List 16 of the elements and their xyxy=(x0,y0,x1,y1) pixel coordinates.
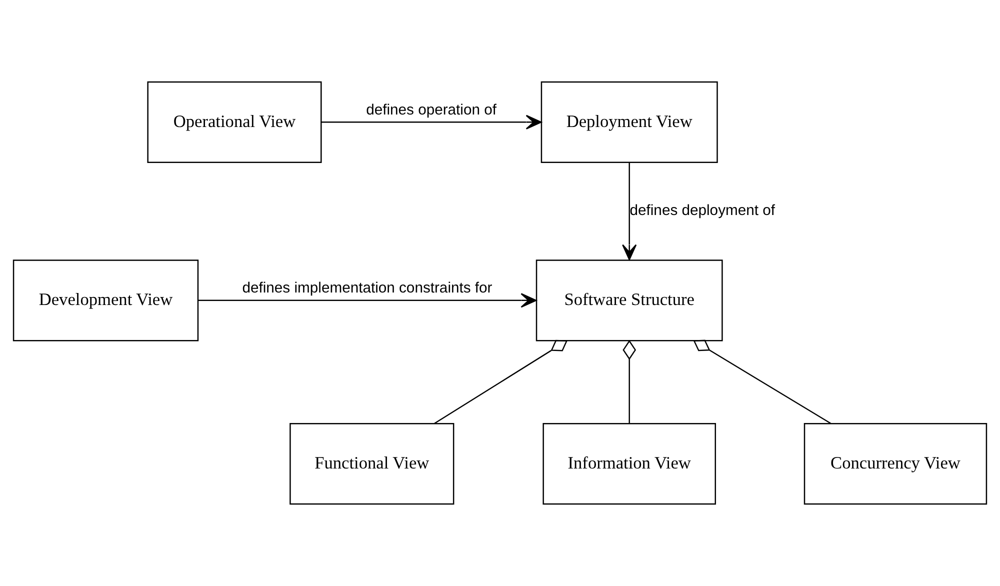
node-box: Functional View xyxy=(290,422,454,505)
node-box: Development View xyxy=(12,260,199,342)
node-box: Software Structure xyxy=(536,260,723,342)
node-box: Concurrency View xyxy=(804,422,988,505)
edge-label: defines implementation constraints for xyxy=(242,280,492,297)
node-box: Operational View xyxy=(147,81,322,164)
arrow xyxy=(321,114,542,130)
node-box: Deployment View xyxy=(540,81,718,164)
arrow xyxy=(622,162,637,260)
connector xyxy=(693,340,832,424)
connector xyxy=(622,340,636,424)
node-box: Information View xyxy=(542,422,716,505)
arrow xyxy=(198,293,537,308)
edge-label: defines deployment of xyxy=(630,203,775,220)
edge-label: defines operation of xyxy=(366,102,496,118)
connector xyxy=(434,340,568,424)
